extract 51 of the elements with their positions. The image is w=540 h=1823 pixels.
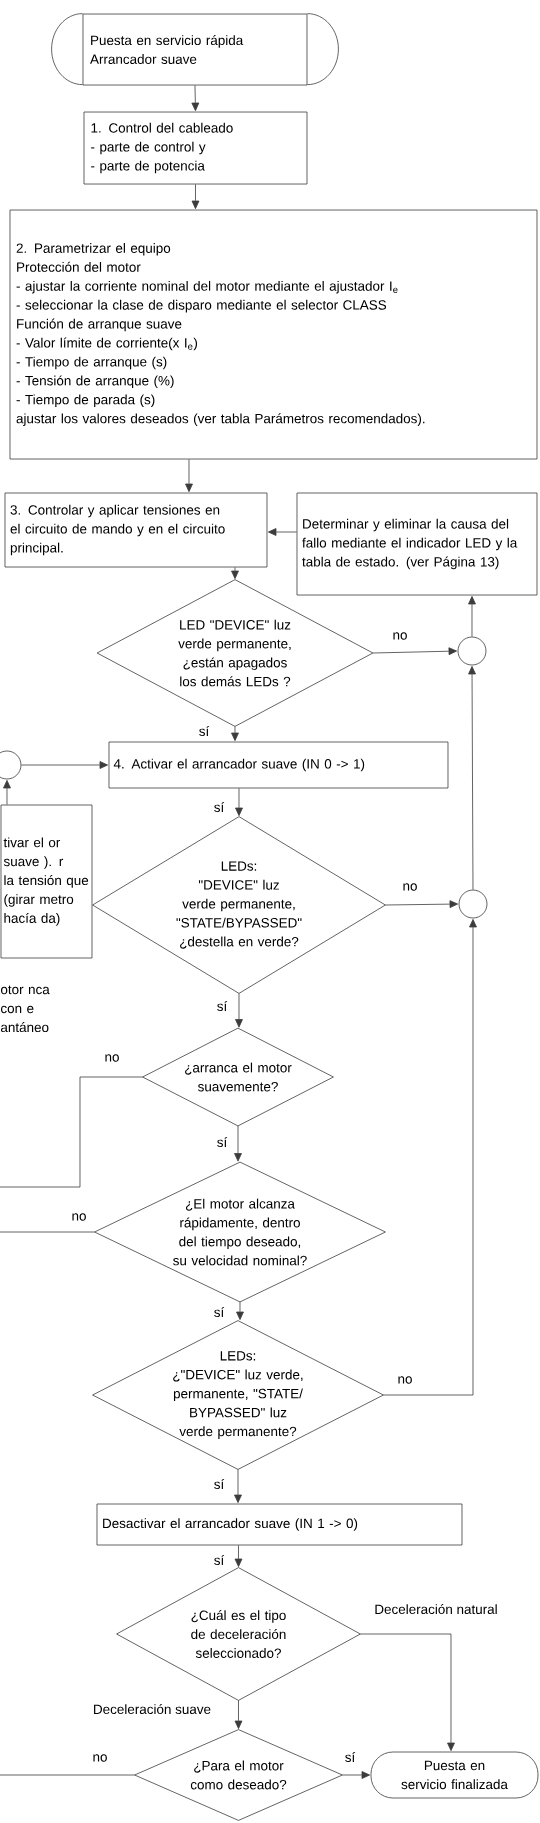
arrow [468,666,476,890]
arrow [185,459,193,493]
arrow [235,993,243,1028]
connector-circle [457,636,487,666]
edge-label: no [391,631,409,641]
arrow [231,567,239,580]
arrow [3,780,11,805]
arrow [360,1633,455,1751]
edge-label: sí [215,1136,229,1149]
edge-label: sí [212,1478,226,1490]
edge-label: no [70,1212,88,1222]
note-text: otor nca con e antáneo [0,985,50,1033]
arrow [236,1301,244,1320]
edge-label: sí [212,1306,226,1319]
process-box: Desactivar el arrancador suave (IN 1 -> 0) [96,1503,463,1546]
arrow [268,528,297,536]
arrow [21,761,108,769]
edge-label: sí [197,725,211,738]
arrow [234,1700,243,1729]
connector-circle [458,889,488,919]
arrow [191,85,200,112]
connector-line [0,1076,143,1188]
process-box: 4. Activar el arrancador suave (IN 0 -> 1) [108,741,449,789]
arrow [191,184,200,210]
arrow [372,647,457,656]
arrow [234,1125,242,1162]
edge-label: no [91,1753,109,1763]
edge-label: Deceleración suave [91,1703,213,1715]
arrow [235,788,243,817]
arrow [468,596,476,637]
arrow [342,1771,370,1779]
edge-label: sí [215,1000,229,1013]
edge-label: Deceleración natural [373,1603,499,1615]
process-box: 2. Parametrizar el equipo Protección del motor - ajustar la corriente nominal del motor mediante el ajustador I$_{e}$ - seleccionar la clase de disparo mediante el selector CLASS Función de arranque suave - Valor límite de corriente(x I$_{e}$) - Tiempo de arranque (s) - Tensión de arranque (%) - Tiempo de parada (s) ajustar los valores deseados (ver tabla Parámetros recomendados). [9,209,538,460]
process-box: 3. Controlar y aplicar tensiones en el circuito de mando y en el circuito principal. [4,492,268,568]
connector-line [0,1774,135,1776]
arrow [383,919,477,1396]
edge-label: sí [343,1751,357,1763]
arrow [234,1545,243,1567]
edge-label: sí [212,801,226,814]
edge-label: sí [212,1554,226,1566]
process-box: tivar el or suave ). r la tensión que (girar metro hacía da) [0,804,93,959]
arrow [234,1469,242,1503]
edge-label: no [401,882,419,892]
edge-label: no [103,1053,121,1063]
process-box: Determinar y eliminar la causa del fallo mediante el indicador LED y la tabla de estado. (ver Página 13) [296,492,538,596]
edge-label: no [396,1375,414,1385]
process-box: 1. Control del cableado - parte de control y - parte de potencia [83,111,308,185]
connector-line [0,1231,95,1233]
arrow [385,900,458,908]
arrow [231,726,239,742]
